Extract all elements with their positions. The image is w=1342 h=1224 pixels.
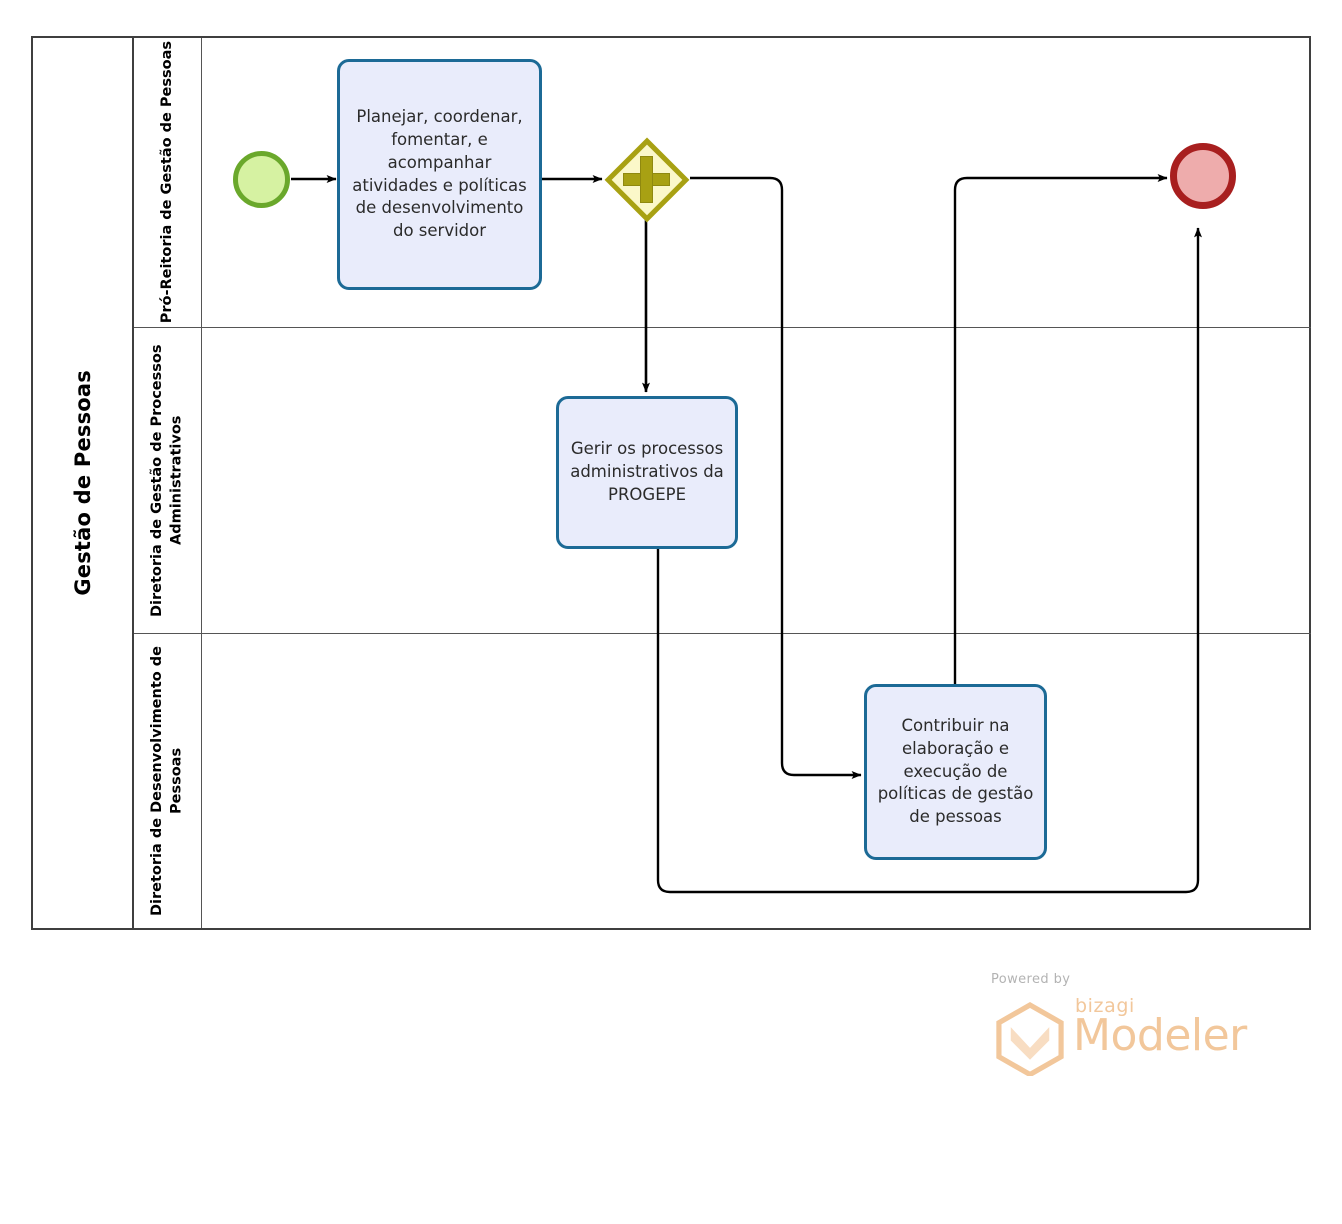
watermark-brand-label: bizagi — [1075, 995, 1135, 1017]
task-gerir-processos-administrativos[interactable]: Gerir os processos administrativos da PR… — [556, 396, 738, 549]
gateway-parallel-plus-icon-vertical — [639, 155, 654, 204]
lane-title-2: Diretoria de Gestão de Processos Adminis… — [148, 344, 185, 617]
lane-header-2: Diretoria de Gestão de Processos Adminis… — [134, 328, 202, 633]
bizagi-watermark: Powered by bizagi Modeler — [975, 972, 1265, 1076]
lane-header-3: Diretoria de Desenvolvimento de Pessoas — [134, 634, 202, 928]
parallel-gateway[interactable] — [604, 137, 689, 222]
lane-pro-reitoria-de-gestao-de-pessoas[interactable]: Pró-Reitoria de Gestão de Pessoas — [134, 38, 1311, 327]
task-2-label: Gerir os processos administrativos da PR… — [570, 439, 724, 504]
start-event[interactable] — [233, 151, 290, 208]
pool-header: Gestão de Pessoas — [33, 38, 134, 928]
pool-title: Gestão de Pessoas — [70, 370, 95, 596]
lane-title-1: Pró-Reitoria de Gestão de Pessoas — [158, 41, 175, 324]
task-3-label: Contribuir na elaboração e execução de p… — [877, 716, 1034, 827]
task-contribuir-elaboracao-execucao-politicas[interactable]: Contribuir na elaboração e execução de p… — [864, 684, 1047, 860]
lane-header-1: Pró-Reitoria de Gestão de Pessoas — [134, 38, 202, 327]
bizagi-hexagon-logo-icon — [996, 1002, 1064, 1076]
lane-diretoria-de-desenvolvimento-de-pessoas[interactable]: Diretoria de Desenvolvimento de Pessoas — [134, 633, 1311, 928]
end-event[interactable] — [1170, 143, 1236, 209]
task-1-label: Planejar, coordenar, fomentar, e acompan… — [352, 107, 527, 241]
lane-title-3: Diretoria de Desenvolvimento de Pessoas — [148, 646, 185, 916]
task-planejar-coordenar-fomentar-acompanhar[interactable]: Planejar, coordenar, fomentar, e acompan… — [337, 59, 542, 290]
watermark-powered-by-label: Powered by — [991, 972, 1071, 987]
watermark-product-label: Modeler — [1073, 1010, 1247, 1061]
